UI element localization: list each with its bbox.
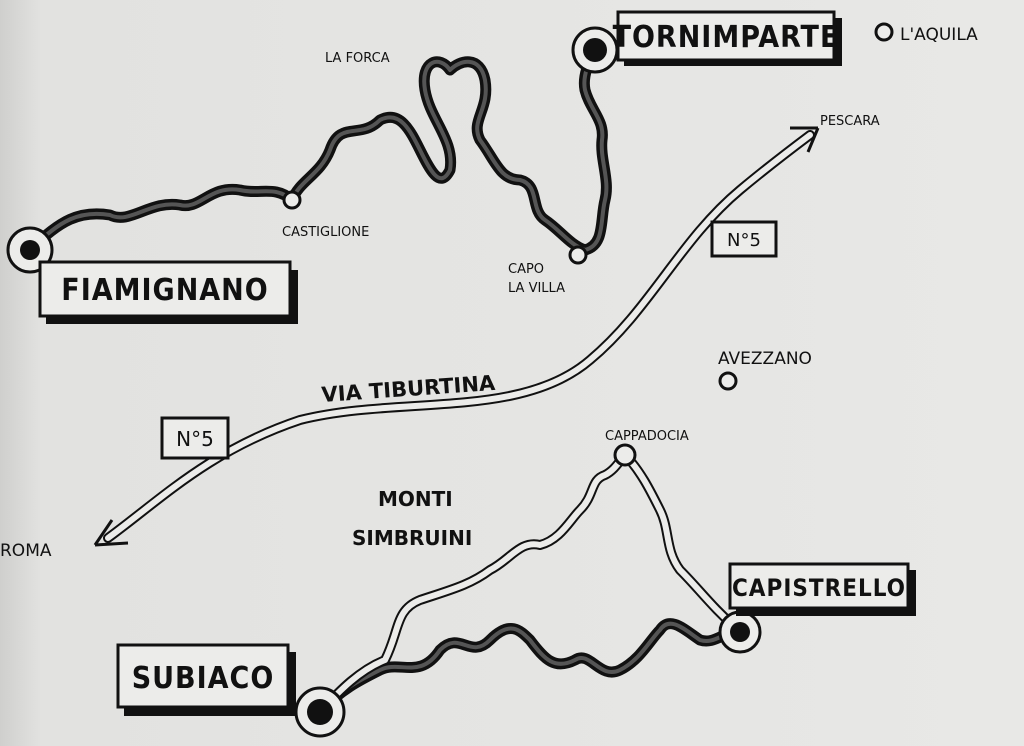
route-badge-north-label: N°5 [727, 230, 761, 251]
capo-la-villa-marker [568, 245, 588, 265]
roma-label: ROMA [0, 541, 52, 561]
la-forca-label: LA FORCA [325, 51, 390, 66]
route-badge-south-label: N°5 [176, 427, 214, 451]
capo-label: CAPO [508, 262, 544, 277]
cappadocia-marker [613, 443, 637, 467]
southern-thick-route [314, 618, 746, 718]
southern-white-route [315, 450, 745, 717]
laquila-label: L'AQUILA [900, 25, 978, 45]
capistrello-label: CAPISTRELLO [732, 574, 906, 602]
pescara-label: PESCARA [820, 114, 880, 129]
route-badge-north: N°5 [710, 220, 778, 258]
tornimparte-label-box: TORNIMPARTE [613, 10, 842, 66]
subiaco-label-box: SUBIACO [116, 643, 296, 716]
cappadocia-label: CAPPADOCIA [605, 429, 689, 444]
subiaco-label: SUBIACO [132, 661, 275, 696]
fiamignano-label-box: FIAMIGNANO [38, 260, 298, 324]
fiamignano-label: FIAMIGNANO [61, 273, 268, 308]
arrow-to-pescara-icon [790, 126, 820, 153]
northern-route [24, 44, 612, 256]
castiglione-label: CASTIGLIONE [282, 225, 369, 240]
arrow-to-roma-icon [93, 519, 129, 547]
simbruini-label: SIMBRUINI [352, 526, 472, 550]
laquila-marker [874, 22, 894, 42]
avezzano-label: AVEZZANO [718, 349, 812, 369]
capistrello-label-box: CAPISTRELLO [728, 562, 916, 616]
route-badge-south: N°5 [160, 416, 230, 460]
castiglione-marker [282, 190, 302, 210]
la-villa-label: LA VILLA [508, 281, 565, 296]
tornimparte-label: TORNIMPARTE [613, 20, 840, 55]
monti-label: MONTI [378, 487, 453, 511]
avezzano-marker [718, 371, 738, 391]
